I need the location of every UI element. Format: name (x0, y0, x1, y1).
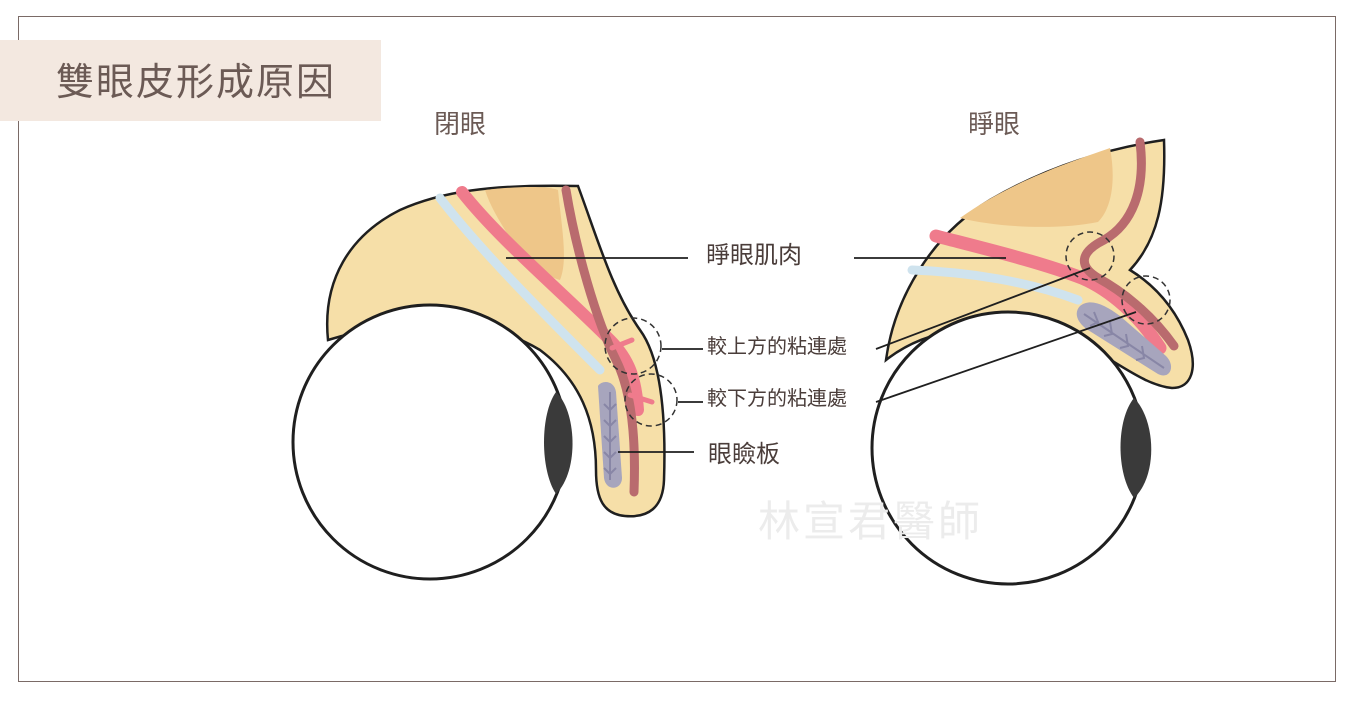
heading-open-eye: 睜眼 (968, 110, 1021, 140)
closed-upper-attachment-branch (609, 337, 635, 351)
open-upper-attachment-circle (1065, 231, 1115, 281)
open-pupil (1120, 398, 1152, 498)
open-levator-muscle (1079, 137, 1179, 351)
open-tarsal-glands (1083, 311, 1165, 369)
open-fat-pad (960, 148, 1113, 227)
closed-lower-attachment-circle (624, 373, 678, 427)
closed-orbital-septum (435, 193, 605, 375)
closed-levator-muscle (561, 185, 639, 497)
open-eye-illustration (854, 137, 1194, 586)
closed-eyeball (291, 303, 569, 581)
open-orbital-septum (907, 265, 1083, 305)
label-upper-attachment: 較上方的粘連處 (707, 334, 847, 358)
heading-closed-eye: 閉眼 (434, 110, 487, 140)
page-title: 雙眼皮形成原因 (56, 60, 337, 104)
closed-eye-illustration (291, 184, 703, 581)
border-frame (18, 16, 1336, 682)
open-lower-attachment-circle (1121, 275, 1171, 325)
watermark: 林宣君醫師 (758, 497, 984, 546)
label-levator-muscle: 睜眼肌肉 (706, 241, 802, 269)
lower-attachment-leader-right (875, 311, 1137, 403)
closed-upper-attachment-circle (604, 317, 662, 375)
upper-attachment-leader-right (875, 267, 1091, 350)
label-tarsal-plate: 眼瞼板 (708, 440, 780, 468)
closed-tarsal-glands (603, 392, 617, 480)
label-lower-attachment: 較下方的粘連處 (707, 386, 847, 410)
closed-pupil (544, 392, 573, 494)
closed-orbicularis-muscle (456, 186, 644, 416)
closed-fat-pad (485, 187, 564, 280)
closed-lower-attachment-branch (627, 392, 655, 405)
title-banner (0, 40, 381, 121)
